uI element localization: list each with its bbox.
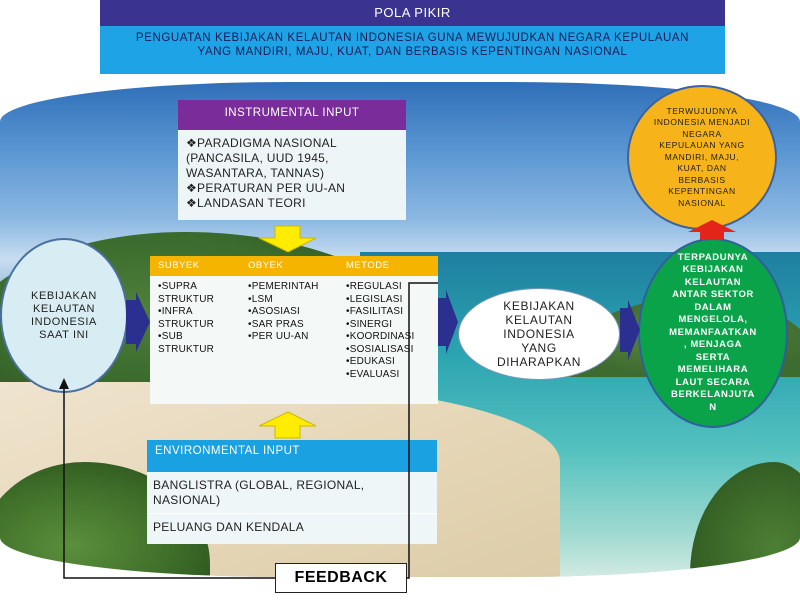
metode-item: •FASILITASI xyxy=(346,306,404,317)
instrumental-line: (PANCASILA, UUD 1945, xyxy=(186,151,329,165)
result-line: MANDIRI, MAJU, xyxy=(664,151,740,162)
process-table-header: SUBYEK OBYEK METODE xyxy=(150,256,438,276)
integration-line: N xyxy=(709,401,717,413)
desired-policy-line: YANG xyxy=(521,341,557,355)
integration-line: KELAUTAN xyxy=(684,276,742,288)
environmental-item-banglistra: BANGLISTRA (GLOBAL, REGIONAL, NASIONAL) xyxy=(147,472,437,513)
obyek-item: •ASOSIASI xyxy=(248,306,300,317)
result-line: INDONESIA MENJADI xyxy=(653,117,751,128)
environmental-input-body: BANGLISTRA (GLOBAL, REGIONAL, NASIONAL) … xyxy=(147,472,437,544)
subyek-item: •SUB xyxy=(158,331,183,342)
banglistra-line-1: BANGLISTRA (GLOBAL, REGIONAL, xyxy=(153,478,365,492)
result-line: KEPENTINGAN xyxy=(668,186,736,197)
integration-line: LAUT SECARA xyxy=(675,376,751,388)
integration-line: BERKELANJUTA xyxy=(670,389,756,401)
integration-line: MENGELOLA, xyxy=(678,314,748,326)
result-ellipse: TERWUJUDNYA INDONESIA MENJADI NEGARA KEP… xyxy=(627,85,777,230)
metode-item: •LEGISLASI xyxy=(346,293,403,305)
result-line: NASIONAL xyxy=(678,197,726,208)
page-title: POLA PIKIR xyxy=(100,0,725,26)
current-policy-line: KELAUTAN xyxy=(32,302,96,315)
instrumental-line: WASANTARA, TANNAS) xyxy=(186,166,325,180)
integration-line: DALAM xyxy=(694,301,732,313)
metode-item: •EDUKASI xyxy=(346,356,396,367)
process-table: SUBYEK OBYEK METODE •SUPRA STRUKTUR •INF… xyxy=(150,256,438,404)
subyek-item: •INFRA xyxy=(158,306,193,317)
result-line: KUAT, DAN xyxy=(677,163,727,174)
result-line: BERBASIS xyxy=(678,174,726,185)
banglistra-line-2: NASIONAL) xyxy=(153,492,221,507)
result-line: KEPULAUAN YANG xyxy=(659,140,745,151)
subtitle-line-1: PENGUATAN KEBIJAKAN KELAUTAN INDONESIA G… xyxy=(135,32,690,44)
desired-policy-line: KELAUTAN xyxy=(505,313,573,327)
current-policy-ellipse: KEBIJAKAN KELAUTAN INDONESIA SAAT INI xyxy=(0,238,128,393)
metode-item: •REGULASI xyxy=(346,281,402,292)
subyek-column: •SUPRA STRUKTUR •INFRA STRUKTUR •SUB STR… xyxy=(158,281,214,356)
subtitle-line-2: YANG MANDIRI, MAJU, KUAT, DAN BERBASIS K… xyxy=(197,46,628,58)
subyek-item: STRUKTUR xyxy=(158,318,215,330)
current-policy-line: SAAT INI xyxy=(39,328,89,341)
obyek-column: •PEMERINTAH •LSM •ASOSIASI •SAR PRAS •PE… xyxy=(248,281,319,344)
integration-line: SERTA xyxy=(695,351,731,363)
desired-policy-line: DIHARAPKAN xyxy=(496,355,582,369)
desired-policy-ellipse: KEBIJAKAN KELAUTAN INDONESIA YANG DIHARA… xyxy=(458,288,620,380)
subyek-item: STRUKTUR xyxy=(158,343,215,355)
current-policy-line: INDONESIA xyxy=(31,315,97,328)
metode-item: •KOORDINASI xyxy=(346,331,415,342)
metode-item: •EVALUASI xyxy=(346,368,400,380)
desired-policy-line: KEBIJAKAN xyxy=(503,299,575,313)
page-subtitle: PENGUATAN KEBIJAKAN KELAUTAN INDONESIA G… xyxy=(100,26,725,74)
metode-column: •REGULASI •LEGISLASI •FASILITASI •SINERG… xyxy=(346,281,415,381)
integration-line: , MENJAGA xyxy=(683,339,743,351)
instrumental-line: ❖PARADIGMA NASIONAL xyxy=(186,136,337,150)
integration-line: MEMELIHARA xyxy=(677,364,749,376)
result-line: NEGARA xyxy=(682,128,722,139)
integration-line: KEBIJAKAN xyxy=(682,264,744,276)
integration-line: TERPADUNYA xyxy=(677,251,749,263)
subyek-item: •SUPRA xyxy=(158,281,198,292)
current-policy-line: KEBIJAKAN xyxy=(31,289,97,302)
environmental-item-peluang: PELUANG DAN KENDALA xyxy=(147,513,437,541)
obyek-item: •PER UU-AN xyxy=(248,331,309,342)
instrumental-line: ❖PERATURAN PER UU-AN xyxy=(186,181,346,195)
environmental-input-title: ENVIRONMENTAL INPUT xyxy=(147,440,437,472)
obyek-item: •SAR PRAS xyxy=(248,318,304,330)
integration-line: ANTAR SEKTOR xyxy=(672,289,754,301)
instrumental-input-title: INSTRUMENTAL INPUT xyxy=(178,100,406,130)
feedback-box: FEEDBACK xyxy=(275,563,407,593)
integration-ellipse: TERPADUNYA KEBIJAKAN KELAUTAN ANTAR SEKT… xyxy=(638,238,788,428)
obyek-item: •PEMERINTAH xyxy=(248,281,319,292)
instrumental-line: ❖LANDASAN TEORI xyxy=(186,196,306,210)
obyek-item: •LSM xyxy=(248,293,273,305)
metode-item: •SOSIALISASI xyxy=(346,343,414,355)
header-metode: METODE xyxy=(346,260,390,271)
header-obyek: OBYEK xyxy=(248,260,284,271)
result-line: TERWUJUDNYA xyxy=(666,105,738,116)
metode-item: •SINERGI xyxy=(346,318,393,330)
instrumental-input-body: ❖PARADIGMA NASIONAL (PANCASILA, UUD 1945… xyxy=(178,130,406,220)
desired-policy-line: INDONESIA xyxy=(503,327,575,341)
header-subyek: SUBYEK xyxy=(158,260,200,271)
subyek-item: STRUKTUR xyxy=(158,293,215,305)
integration-line: MEMANFAATKAN xyxy=(669,326,757,338)
